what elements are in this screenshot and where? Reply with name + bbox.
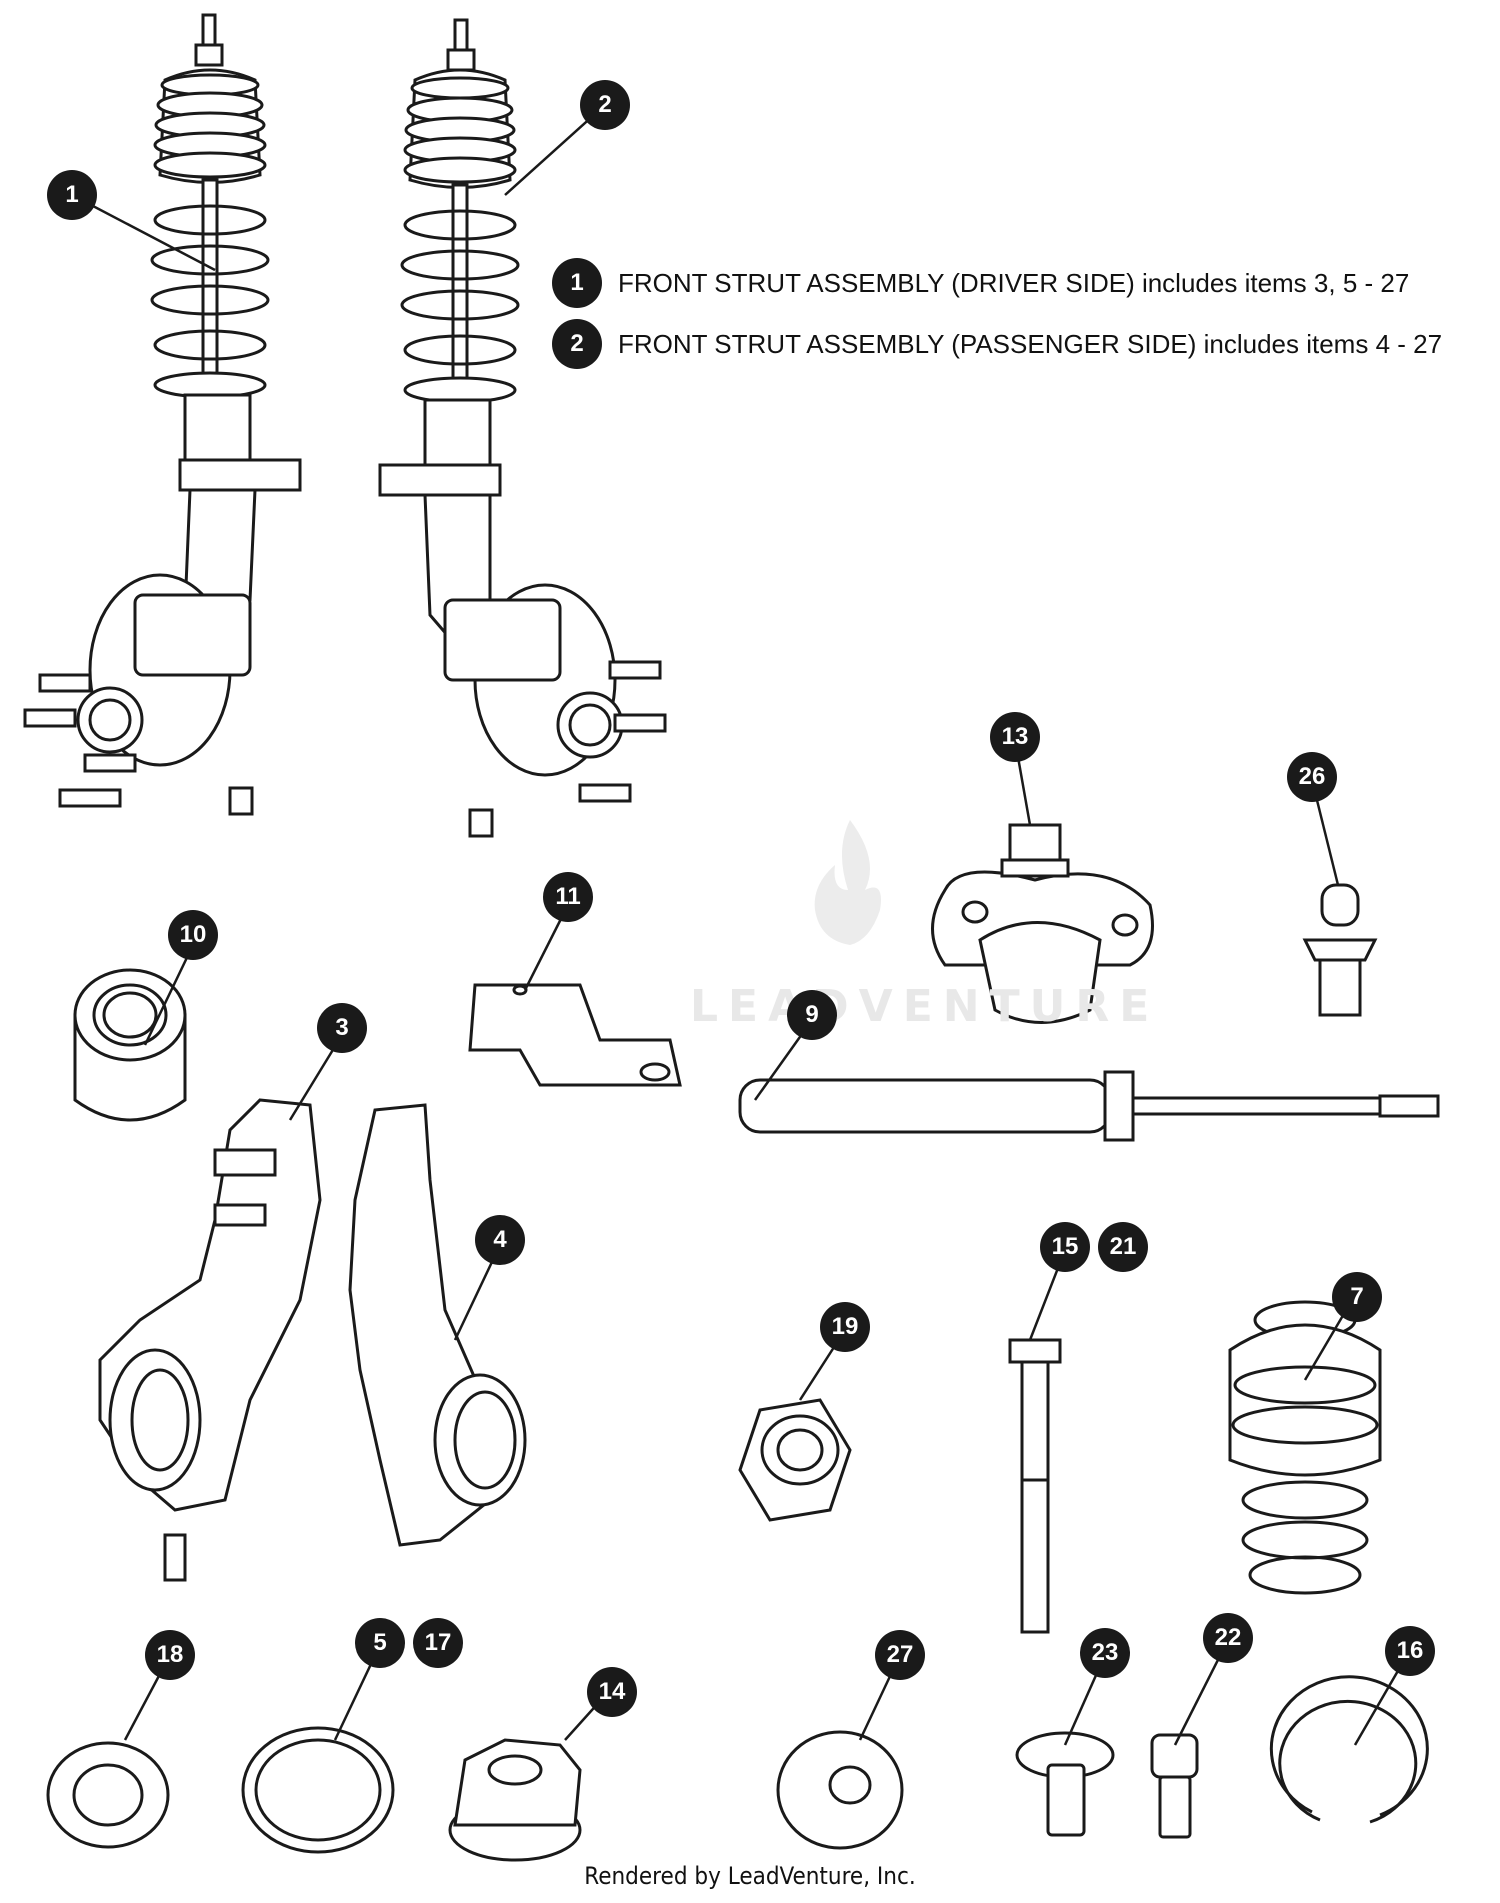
socket-cap-screw [1150, 1733, 1199, 1839]
watermark: LEADVENTURE [690, 810, 1160, 1032]
mounting-bracket [468, 983, 682, 1087]
shock-absorber [738, 1070, 1440, 1142]
callout-2: 2 [580, 80, 630, 130]
callout-22: 22 [1203, 1613, 1253, 1663]
wheel-bearing [73, 968, 187, 1122]
seal-ring [241, 1726, 395, 1854]
callout-7: 7 [1332, 1272, 1382, 1322]
hex-bolt [1008, 1338, 1062, 1634]
footer-credit: Rendered by LeadVenture, Inc. [584, 1862, 916, 1890]
flat-washer [46, 1741, 170, 1849]
callout-26: 26 [1287, 752, 1337, 802]
legend-text-2: FRONT STRUT ASSEMBLY (PASSENGER SIDE) in… [618, 329, 1443, 359]
flame-logo-icon [814, 820, 881, 945]
callout-16: 16 [1385, 1626, 1435, 1676]
steering-knuckle-passenger [348, 1103, 527, 1547]
bushing [776, 1730, 904, 1850]
callout-13: 13 [990, 712, 1040, 762]
callout-11: 11 [543, 872, 593, 922]
callout-17: 17 [413, 1618, 463, 1668]
hex-lock-nut [738, 1398, 852, 1522]
grease-fitting [1302, 883, 1378, 1017]
callout-5: 5 [355, 1618, 405, 1668]
steering-knuckle-driver [98, 1098, 322, 1582]
strut-assembly-driver-side [23, 13, 302, 816]
callout-15: 15 [1040, 1222, 1090, 1272]
callout-23: 23 [1080, 1628, 1130, 1678]
spring-boot [1228, 1300, 1382, 1595]
callout-14: 14 [587, 1667, 637, 1717]
callout-27: 27 [875, 1630, 925, 1680]
callout-19: 19 [820, 1302, 870, 1352]
callout-21: 21 [1098, 1222, 1148, 1272]
legend-badge-2: 2 [552, 319, 602, 369]
callout-9: 9 [787, 990, 837, 1040]
strut-assembly-passenger-side [378, 18, 667, 838]
flange-nut [448, 1738, 582, 1862]
callout-1: 1 [47, 170, 97, 220]
retaining-ring [1269, 1675, 1429, 1824]
callout-18: 18 [145, 1630, 195, 1680]
watermark-text: LEADVENTURE [690, 981, 1160, 1032]
legend-badge-1: 1 [552, 258, 602, 308]
callout-3: 3 [317, 1003, 367, 1053]
legend-text-1: FRONT STRUT ASSEMBLY (DRIVER SIDE) inclu… [618, 268, 1410, 298]
callout-4: 4 [475, 1215, 525, 1265]
button-head-bolt [1015, 1731, 1115, 1837]
ball-joint [931, 823, 1154, 1024]
callout-10: 10 [168, 910, 218, 960]
